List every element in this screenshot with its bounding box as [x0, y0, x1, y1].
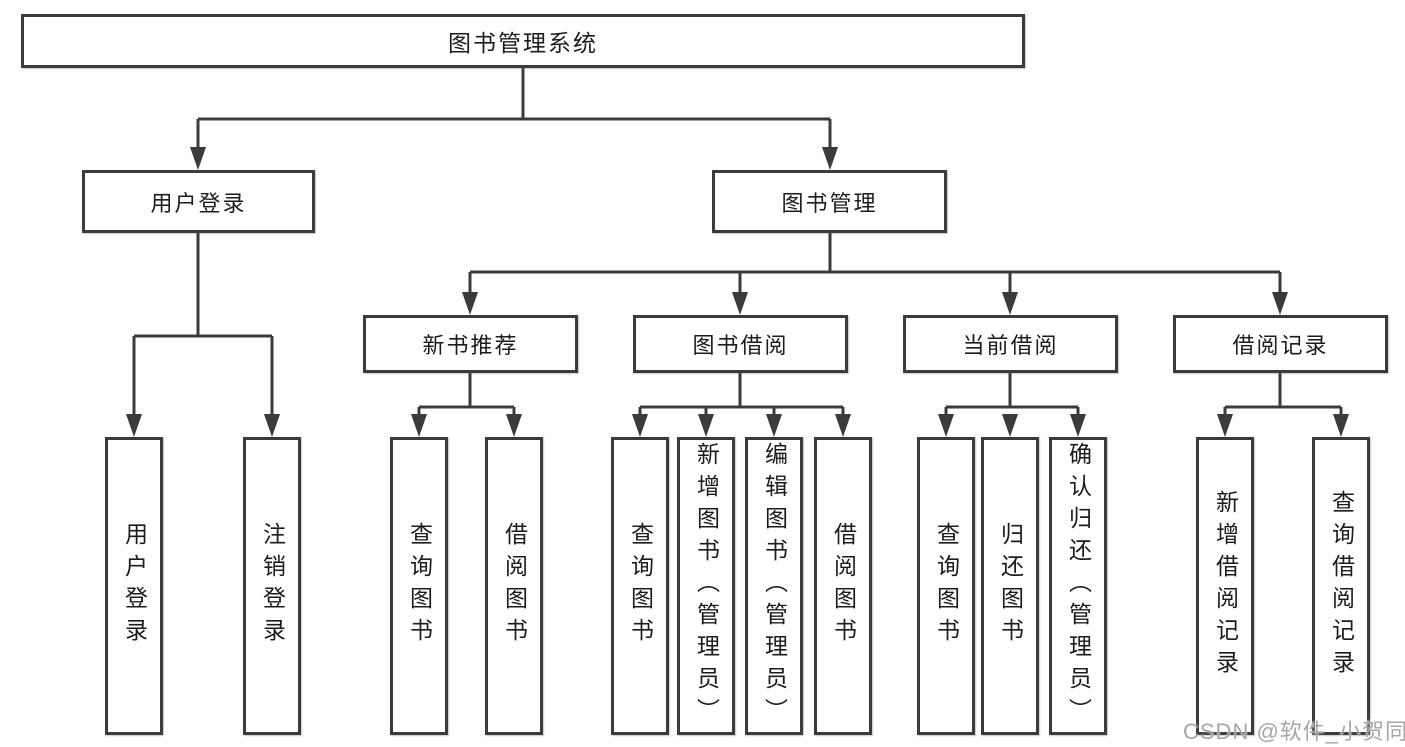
- leaf-query-books-current: 查询图书: [917, 437, 975, 735]
- node-borrowing-records: 借阅记录: [1173, 315, 1388, 373]
- leaf-confirm-return-admin: 确认归还（管理员）: [1049, 437, 1107, 735]
- node-book-borrowing: 图书借阅: [633, 315, 848, 373]
- csdn-watermark: CSDN @软件_小贺同学: [1183, 719, 1405, 744]
- node-library-management-system: 图书管理系统: [21, 14, 1025, 68]
- leaf-borrow-books-recommend: 借阅图书: [485, 437, 543, 735]
- leaf-return-books: 归还图书: [981, 437, 1039, 735]
- leaf-edit-books-admin: 编辑图书（管理员）: [745, 437, 803, 735]
- leaf-add-borrow-record: 新增借阅记录: [1196, 437, 1254, 735]
- leaf-query-books-borrow: 查询图书: [611, 437, 669, 735]
- leaf-logout: 注销登录: [243, 437, 301, 735]
- arrowheads: [126, 147, 1349, 437]
- node-current-borrowing: 当前借阅: [903, 315, 1118, 373]
- leaf-add-books-admin: 新增图书（管理员）: [677, 437, 735, 735]
- node-new-book-recommendation: 新书推荐: [363, 315, 578, 373]
- connector-lines: [132, 68, 1343, 419]
- node-user-login: 用户登录: [82, 170, 315, 233]
- leaf-user-login: 用户登录: [105, 437, 163, 735]
- leaf-query-books-recommend: 查询图书: [390, 437, 448, 735]
- leaf-borrow-books: 借阅图书: [814, 437, 872, 735]
- node-book-management: 图书管理: [712, 170, 947, 233]
- leaf-query-borrow-record: 查询借阅记录: [1312, 437, 1370, 735]
